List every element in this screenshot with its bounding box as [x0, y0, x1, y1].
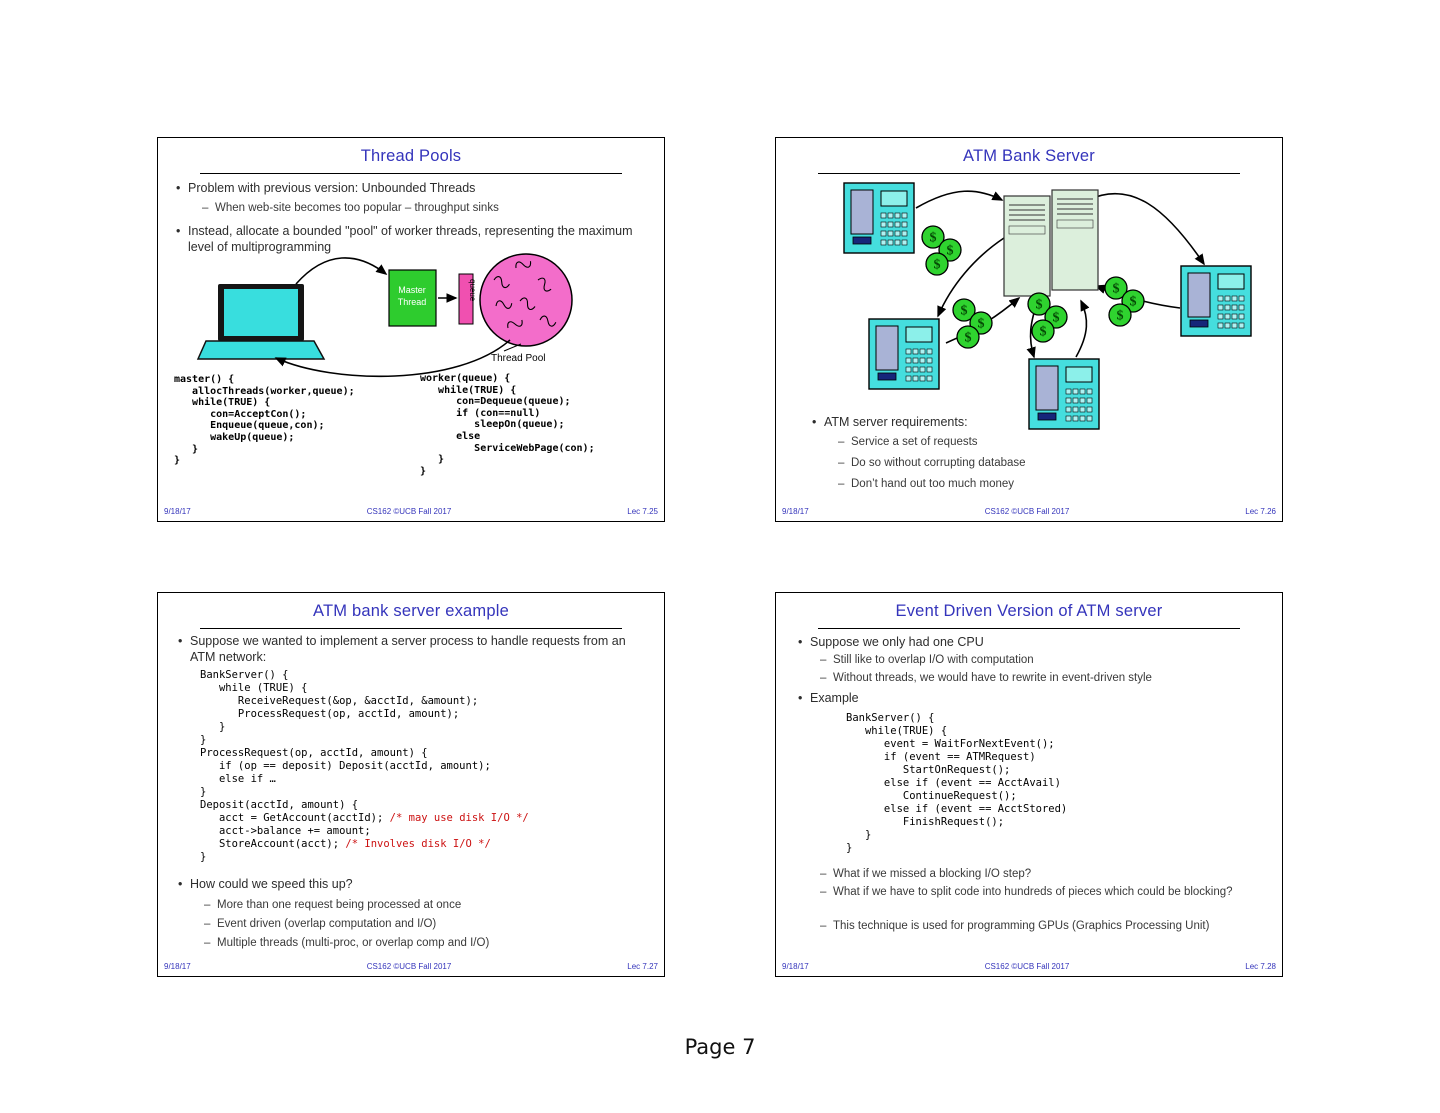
sub-bullet: Do so without corrupting database: [838, 456, 1238, 471]
money-coin-icon: [1031, 319, 1055, 343]
money-coin-icon: [1044, 305, 1068, 329]
thread-squiggle-icon: [517, 296, 538, 312]
bullet: Suppose we only had one CPU: [796, 634, 1256, 650]
footer-date: 9/18/17: [164, 962, 191, 971]
arrow-atm-to-server: [915, 190, 1004, 209]
slide-footer: 9/18/17 CS162 ©UCB Fall 2017 Lec 7.26: [782, 507, 1276, 516]
bullet: Example: [796, 690, 1256, 706]
arrow-server-to-atm: [1026, 299, 1039, 359]
footer-date: 9/18/17: [782, 507, 809, 516]
footer-course: CS162 ©UCB Fall 2017: [366, 962, 452, 971]
money-coin-icon: [1108, 303, 1132, 327]
sub-bullet: More than one request being processed at…: [204, 898, 634, 913]
slide-footer: 9/18/17 CS162 ©UCB Fall 2017 Lec 7.28: [782, 962, 1276, 971]
atm-machine-icon: [843, 182, 915, 254]
code-comment: /* Involves disk I/O */: [345, 838, 491, 850]
arrow-atm-to-server: [1094, 284, 1181, 309]
bullet: How could we speed this up?: [176, 876, 636, 892]
title-underline: [200, 628, 622, 629]
arrow-atm-to-server: [945, 296, 1021, 344]
queue-box: queue: [458, 273, 477, 325]
footer-lecture-number: Lec 7.26: [1245, 507, 1276, 516]
page-number: Page 7: [684, 1035, 756, 1059]
sub-bullet: What if we missed a blocking I/O step?: [820, 867, 1260, 882]
money-coin-icon: [952, 298, 976, 322]
money-coin-icon: [1104, 276, 1128, 300]
event-driven-code-block: BankServer() { while(TRUE) { event = Wai…: [846, 712, 1068, 854]
atm-machine-icon: [868, 318, 940, 390]
slide-atm-bank-server-example: ATM bank server example Suppose we wante…: [157, 592, 665, 977]
master-thread-box: Master Thread: [388, 269, 437, 327]
thread-pool-label: Thread Pool: [491, 353, 545, 364]
money-coin-icon: [921, 225, 945, 249]
master-label-line2: Thread: [398, 297, 427, 307]
thread-pool-circle: [479, 253, 573, 347]
footer-lecture-number: Lec 7.28: [1245, 962, 1276, 971]
footer-date: 9/18/17: [164, 507, 191, 516]
bullet: ATM server requirements:: [810, 414, 1250, 430]
slide-footer: 9/18/17 CS162 ©UCB Fall 2017 Lec 7.25: [164, 507, 658, 516]
thread-squiggle-icon: [534, 275, 555, 294]
slide-title: Thread Pools: [360, 147, 462, 165]
sub-bullet: This technique is used for programming G…: [820, 919, 1260, 934]
slide-title: ATM bank server example: [313, 602, 509, 620]
code-segment: BankServer() { while (TRUE) { ReceiveReq…: [200, 669, 491, 824]
slide-footer: 9/18/17 CS162 ©UCB Fall 2017 Lec 7.27: [164, 962, 658, 971]
bank-server-code-block: BankServer() { while (TRUE) { ReceiveReq…: [200, 669, 529, 864]
bullet: Problem with previous version: Unbounded…: [174, 180, 644, 196]
sub-bullet: Event driven (overlap computation and I/…: [204, 917, 634, 932]
code-comment: /* may use disk I/O */: [389, 812, 529, 824]
sub-bullet: Without threads, we would have to rewrit…: [820, 671, 1265, 686]
server-tower-icon: [1003, 195, 1051, 297]
master-code-block: master() { allocThreads(worker,queue); w…: [174, 374, 355, 467]
server-tower-icon: [1051, 189, 1099, 291]
sub-bullet: Don’t hand out too much money: [838, 477, 1238, 492]
footer-date: 9/18/17: [782, 962, 809, 971]
sub-bullet: Multiple threads (multi-proc, or overlap…: [204, 936, 634, 951]
thread-squiggle-icon: [513, 256, 533, 273]
thread-squiggle-icon: [538, 314, 558, 328]
footer-course: CS162 ©UCB Fall 2017: [984, 507, 1070, 516]
sub-bullet: Service a set of requests: [838, 435, 1238, 450]
title-underline: [818, 173, 1240, 174]
money-coin-icon: [938, 238, 962, 262]
worker-code-block: worker(queue) { while(TRUE) { con=Dequeu…: [420, 373, 595, 477]
thread-squiggle-icon: [505, 315, 525, 333]
slide-event-driven-atm: Event Driven Version of ATM server Suppo…: [775, 592, 1283, 977]
queue-label: queue: [468, 279, 477, 302]
slide-atm-bank-server: ATM Bank Server: [775, 137, 1283, 522]
arrow-server-to-atm: [937, 237, 1005, 318]
code-segment: acct->balance += amount; StoreAccount(ac…: [218, 825, 371, 850]
thread-squiggle-icon: [492, 275, 512, 290]
master-label-line1: Master: [398, 285, 426, 295]
footer-course: CS162 ©UCB Fall 2017: [984, 962, 1070, 971]
slide-thread-pools: Thread Pools Problem with previous versi…: [157, 137, 665, 522]
footer-course: CS162 ©UCB Fall 2017: [366, 507, 452, 516]
footer-lecture-number: Lec 7.25: [627, 507, 658, 516]
money-coin-icon: [969, 311, 993, 335]
sub-bullet: Still like to overlap I/O with computati…: [820, 653, 1260, 668]
title-underline: [818, 628, 1240, 629]
money-coin-icon: [1027, 292, 1051, 316]
arrow-server-to-atm: [1087, 192, 1205, 266]
thread-squiggle-icon: [494, 298, 514, 311]
bullet: Instead, allocate a bounded "pool" of wo…: [174, 223, 648, 255]
bullet: Suppose we wanted to implement a server …: [176, 633, 638, 665]
arrow-atm-to-server: [1075, 299, 1090, 358]
arrow-client-to-master: [295, 257, 388, 285]
money-coin-icon: [956, 325, 980, 349]
code-segment: }: [200, 851, 207, 863]
laptop-icon: [196, 284, 326, 360]
money-coin-icon: [1121, 289, 1145, 313]
atm-machine-icon: [1180, 265, 1252, 337]
title-underline: [200, 173, 622, 174]
footer-lecture-number: Lec 7.27: [627, 962, 658, 971]
slide-title: Event Driven Version of ATM server: [895, 602, 1163, 620]
slide-title: ATM Bank Server: [963, 147, 1095, 165]
arrow-pool-to-client: [274, 339, 511, 378]
sub-bullet: What if we have to split code into hundr…: [820, 885, 1260, 900]
money-coin-icon: [925, 252, 949, 276]
sub-bullet: When web-site becomes too popular – thro…: [202, 201, 642, 216]
pool-label-line: [503, 343, 522, 352]
